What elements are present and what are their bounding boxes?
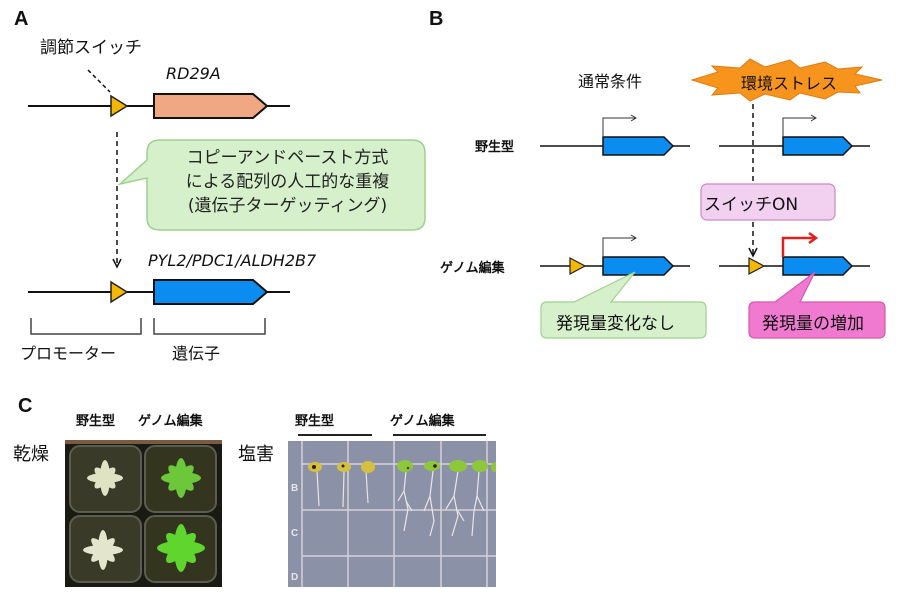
edited-stress-tss-arrow [781, 236, 816, 257]
rd29a-gene-arrow [153, 93, 269, 119]
normal-condition-label: 通常条件 [578, 72, 643, 91]
edited-stress-gene [782, 256, 854, 276]
panel-b-label: B [429, 8, 444, 30]
wt-normal-gene [602, 136, 675, 156]
panel-c-label: C [18, 395, 33, 417]
wt-stress-tss-head [810, 114, 817, 122]
wt-plant-bottom [83, 530, 123, 570]
callout-line-1: コピーアンドペースト方式 [186, 148, 389, 168]
switch-on-arrow-head [748, 247, 758, 258]
switch-on-box [700, 183, 836, 221]
gene-bracket [153, 318, 266, 335]
row-label-edited: ゲノム編集 [440, 261, 505, 276]
target-gene-arrow [153, 279, 269, 305]
edited-plant-bottom [157, 524, 205, 572]
callout-bubble [117, 139, 426, 231]
drought-photo-art [65, 440, 222, 587]
wt-plant-top [87, 460, 123, 496]
salt-plate-art: B C D [288, 441, 496, 587]
switch-triangle-top [110, 94, 129, 118]
edited-stress-switch [748, 257, 766, 275]
no-change-label: 発現量変化なし [556, 314, 675, 334]
salt-col-edited: ゲノム編集 [390, 414, 455, 429]
increase-label: 発現量の増加 [762, 314, 864, 334]
switch-pointer-line [87, 69, 111, 93]
drought-photo [65, 440, 222, 587]
salt-plate-photo: B C D [288, 441, 496, 587]
edited-normal-tss-head [630, 234, 637, 242]
switch-label: 調節スイッチ [40, 38, 142, 58]
wt-normal-tss-head [630, 114, 637, 122]
increase-callout [748, 271, 886, 339]
edited-plant-top [161, 458, 201, 498]
edited-normal-tss-arrow [602, 237, 636, 257]
drought-condition-label: 乾燥 [13, 444, 49, 465]
edited-seedlings [397, 460, 496, 537]
drought-col-wildtype: 野生型 [76, 414, 116, 429]
promoter-bracket [30, 318, 142, 335]
wt-seedlings [308, 461, 375, 508]
stress-condition-label: 環境ストレス [741, 74, 838, 93]
edited-normal-switch [569, 257, 587, 275]
switch-on-label: スイッチON [704, 195, 799, 215]
wt-normal-tss-arrow [602, 117, 636, 137]
salt-condition-label: 塩害 [238, 444, 274, 465]
salt-col-wildtype: 野生型 [295, 414, 335, 429]
promoter-label: プロモーター [20, 344, 117, 363]
rd29a-gene-name: RD29A [166, 64, 221, 83]
edited-stress-tss-head [808, 231, 819, 245]
panel-a-label: A [14, 8, 29, 30]
row-label-wildtype: 野生型 [475, 140, 515, 155]
plate-row-labels: B C D [291, 483, 298, 583]
plate-row-b: B [291, 483, 298, 494]
callout-line-2: による配列の人工的な重複 [185, 172, 390, 192]
plate-row-c: C [291, 528, 298, 539]
no-change-callout [540, 271, 707, 339]
plate-row-d: D [291, 572, 298, 583]
wt-stress-tss-arrow [782, 117, 816, 137]
stress-burst-shape [690, 58, 883, 102]
edited-normal-gene [602, 256, 675, 276]
drought-col-edited: ゲノム編集 [138, 414, 203, 429]
callout-line-3: (遺伝子ターゲッティング) [187, 196, 388, 216]
target-gene-name: PYL2/PDC1/ALDH2B7 [148, 251, 317, 270]
callout-text: コピーアンドペースト方式 による配列の人工的な重複 (遺伝子ターゲッティング) [150, 146, 425, 218]
duplication-arrow-head [112, 258, 122, 269]
switch-triangle-bottom [110, 280, 129, 304]
wt-stress-gene [782, 136, 854, 156]
gene-label: 遺伝子 [172, 344, 221, 363]
